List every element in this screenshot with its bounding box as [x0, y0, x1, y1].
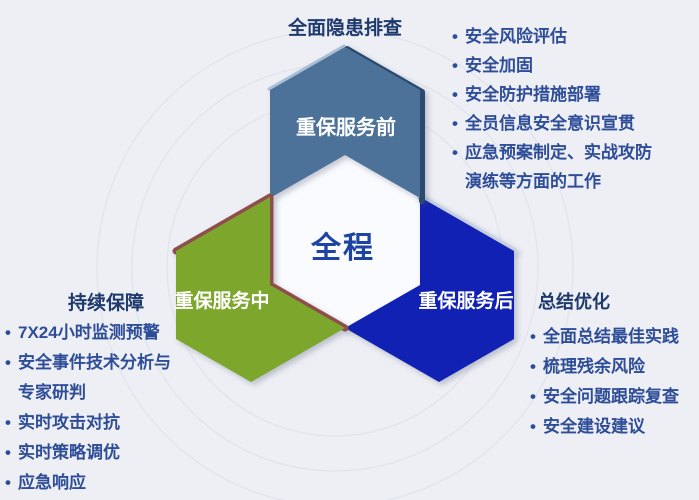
list-item: 安全加固	[452, 51, 666, 80]
pre-phase-list: 安全风险评估 安全加固 安全防护措施部署 全员信息安全意识宣贯 应急预案制定、实…	[452, 22, 666, 196]
post-phase-heading: 总结优化	[538, 292, 610, 312]
during-phase-heading: 持续保障	[68, 293, 145, 314]
post-phase-shape	[345, 194, 517, 382]
list-item: 7X24小时监测预警	[5, 318, 177, 348]
list-item: 安全风险评估	[452, 22, 666, 51]
list-item: 梳理残余风险	[530, 352, 695, 382]
list-item: 全员信息安全意识宣贯	[452, 109, 666, 138]
list-item: 安全问题跟踪复查	[530, 382, 695, 412]
list-item: 应急预案制定、实战攻防演练等方面的工作	[452, 138, 666, 196]
list-item: 安全防护措施部署	[452, 80, 666, 109]
pre-phase-shape	[267, 44, 425, 204]
list-item: 实时策略调优	[5, 438, 177, 468]
during-phase-list: 7X24小时监测预警 安全事件技术分析与专家研判 实时攻击对抗 实时策略调优 应…	[5, 318, 177, 498]
list-item: 应急响应	[5, 468, 177, 498]
list-item: 实时攻击对抗	[5, 408, 177, 438]
post-phase-label: 重保服务后	[418, 291, 514, 312]
center-label: 全程	[311, 232, 375, 265]
list-item: 安全事件技术分析与专家研判	[5, 348, 177, 408]
pre-phase-heading: 全面隐患排查	[287, 18, 402, 39]
post-phase-list: 全面总结最佳实践 梳理残余风险 安全问题跟踪复查 安全建设建议	[530, 322, 695, 442]
list-item: 安全建设建议	[530, 412, 695, 442]
list-item: 全面总结最佳实践	[530, 322, 695, 352]
center-hexagon	[270, 155, 420, 328]
post-phase-chevron	[345, 197, 514, 382]
pre-phase-label: 重保服务前	[296, 117, 396, 139]
during-phase-chevron	[176, 197, 345, 382]
pre-phase-chevron	[270, 47, 420, 198]
pre-phase-highlight-edge	[267, 44, 346, 91]
during-phase-shape	[172, 193, 349, 382]
during-phase-label: 重保服务中	[174, 291, 270, 312]
